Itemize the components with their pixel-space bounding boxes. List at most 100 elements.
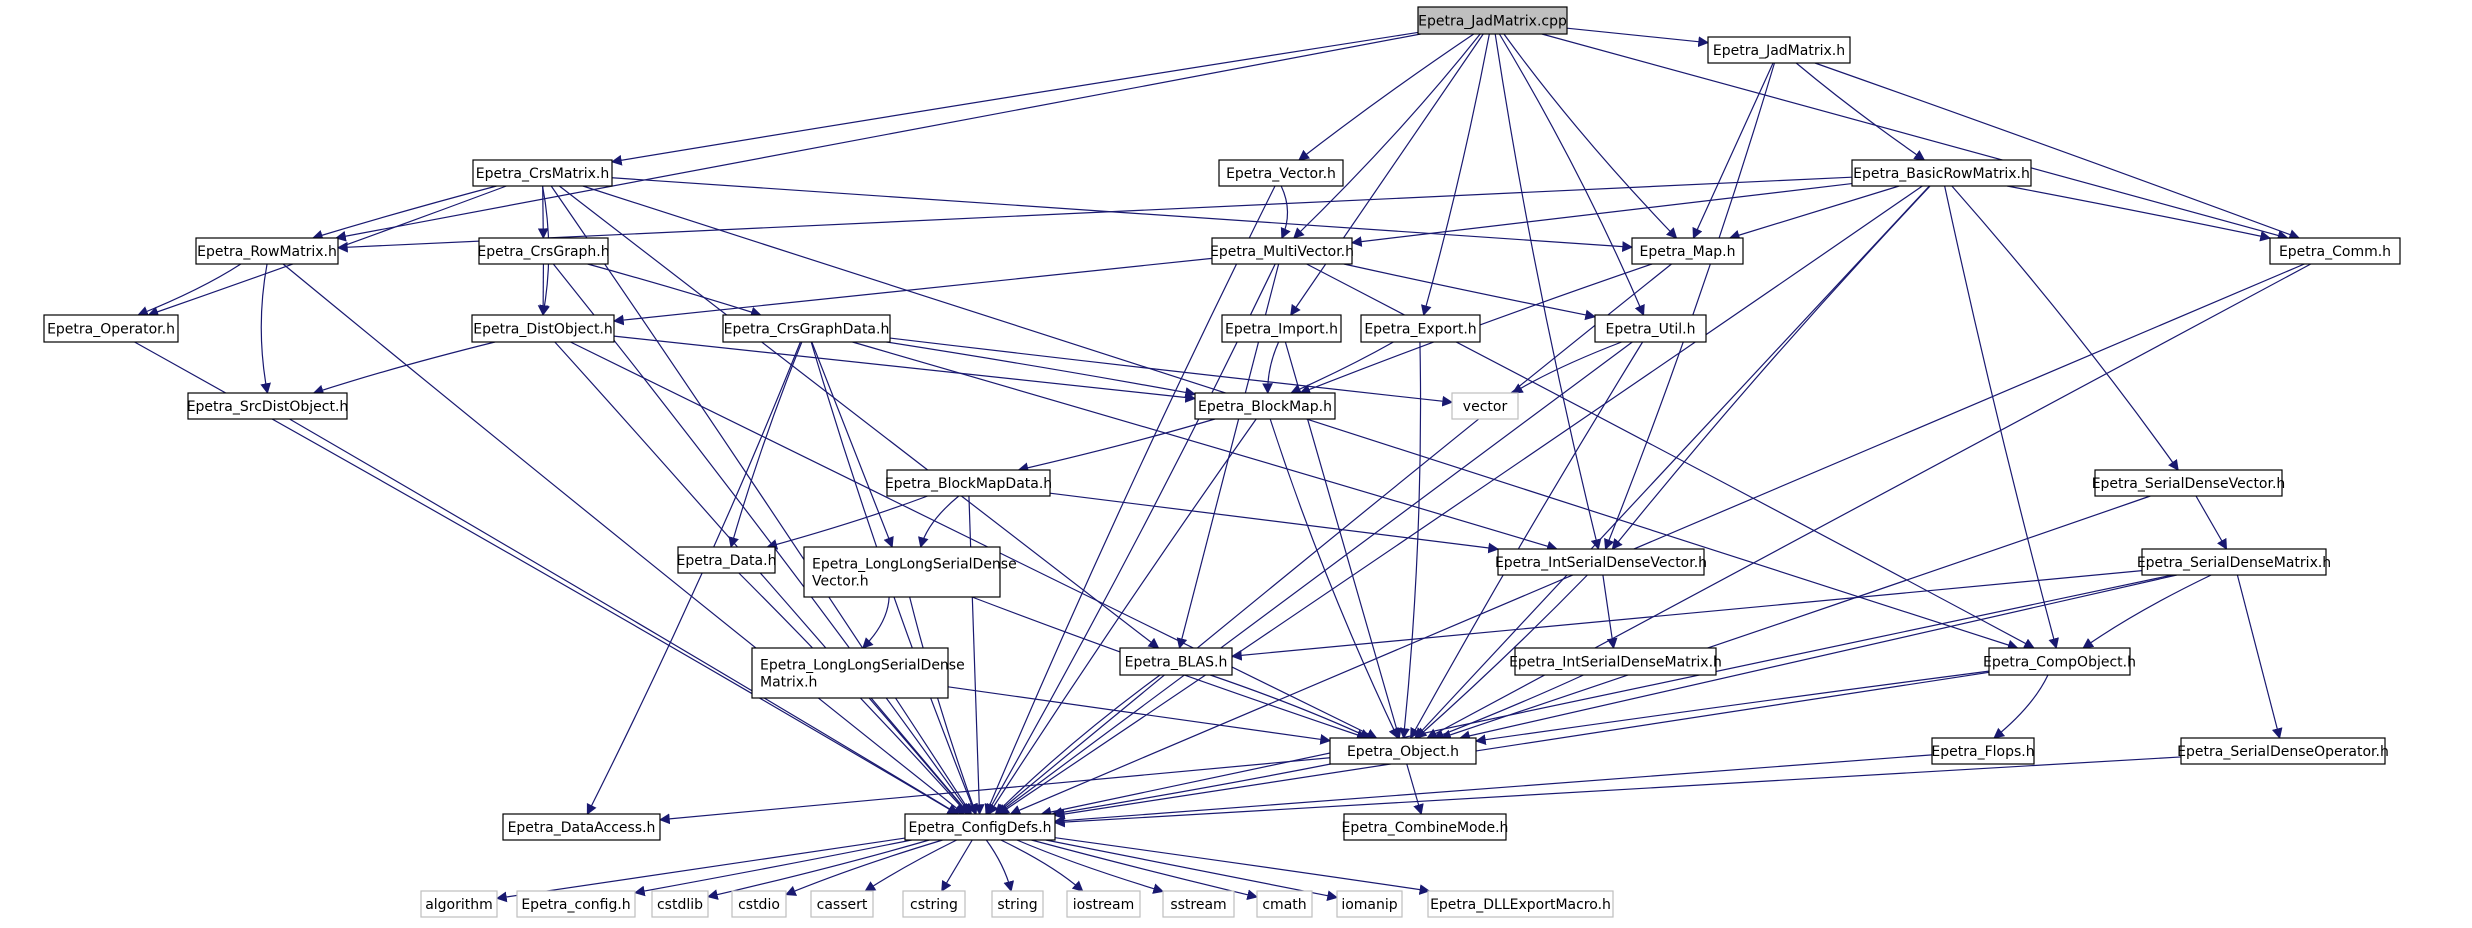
node-map[interactable]: Epetra_Map.h xyxy=(1631,237,1744,265)
node-label-basicrowmatrix: Epetra_BasicRowMatrix.h xyxy=(1853,166,2030,182)
edge-jadmatrix_cpp-to-multivector xyxy=(1293,33,1481,239)
node-crsmatrix[interactable]: Epetra_CrsMatrix.h xyxy=(472,159,613,187)
node-rowmatrix[interactable]: Epetra_RowMatrix.h xyxy=(195,237,339,265)
edge-multivector-to-configdefs xyxy=(986,263,1276,815)
node-box-jadmatrix_h xyxy=(1707,36,1851,64)
edge-blockmapdata-to-longlongvector xyxy=(918,495,960,549)
edge-distobject-to-configdefs xyxy=(554,341,970,815)
edge-configdefs-to-cassert xyxy=(864,839,957,892)
node-dataaccess[interactable]: Epetra_DataAccess.h xyxy=(502,813,661,841)
edge-configdefs-to-sstream xyxy=(1016,839,1165,894)
node-box-serialdensevector xyxy=(2094,469,2283,497)
node-combinemode[interactable]: Epetra_CombineMode.h xyxy=(1342,813,1509,841)
edge-map-to-configdefs xyxy=(995,263,1672,815)
edge-configdefs-to-cmath xyxy=(1031,839,1259,901)
node-blockmap[interactable]: Epetra_BlockMap.h xyxy=(1194,392,1336,420)
node-box-algorithm xyxy=(420,890,498,918)
node-box-jadmatrix_cpp xyxy=(1417,6,1568,35)
node-operator[interactable]: Epetra_Operator.h xyxy=(43,314,179,343)
edge-configdefs-to-iomanip xyxy=(1045,839,1339,901)
node-configdefs[interactable]: Epetra_ConfigDefs.h xyxy=(904,813,1056,841)
edge-crsmatrix-to-configdefs xyxy=(550,185,972,815)
edge-crsgraphdata-to-data xyxy=(728,341,803,549)
node-label-cmath: cmath xyxy=(1262,897,1306,913)
edge-longlongmatrix-to-configdefs xyxy=(870,697,970,815)
node-label-iomanip: iomanip xyxy=(1341,897,1397,913)
node-label-crsmatrix: Epetra_CrsMatrix.h xyxy=(476,166,609,182)
node-box-cmath xyxy=(1256,890,1313,918)
edge-basicrowmatrix-to-comm xyxy=(2006,185,2272,242)
node-serialdensematrix[interactable]: Epetra_SerialDenseMatrix.h xyxy=(2137,548,2331,576)
node-serialdenseoperator[interactable]: Epetra_SerialDenseOperator.h xyxy=(2177,737,2389,765)
node-srcdistobject[interactable]: Epetra_SrcDistObject.h xyxy=(187,392,349,420)
node-comm[interactable]: Epetra_Comm.h xyxy=(2269,237,2401,265)
edge-blockmap-to-configdefs xyxy=(988,418,1257,815)
edge-basicrowmatrix-to-object xyxy=(1414,185,1930,739)
edge-jadmatrix_h-to-basicrowmatrix xyxy=(1795,62,1926,161)
node-label-dllexport: Epetra_DLLExportMacro.h xyxy=(1430,897,1611,913)
node-import[interactable]: Epetra_Import.h xyxy=(1221,314,1342,343)
node-data[interactable]: Epetra_Data.h xyxy=(677,546,777,574)
node-vector[interactable]: Epetra_Vector.h xyxy=(1218,159,1344,187)
node-intserialdensematrix[interactable]: Epetra_IntSerialDenseMatrix.h xyxy=(1509,647,1722,676)
node-object[interactable]: Epetra_Object.h xyxy=(1329,737,1477,765)
node-box-iostream xyxy=(1066,890,1141,918)
node-label-blockmap: Epetra_BlockMap.h xyxy=(1198,399,1332,415)
edge-util-to-configdefs xyxy=(996,341,1633,815)
node-box-operator xyxy=(43,314,179,343)
edge-rowmatrix-to-configdefs xyxy=(282,263,965,815)
node-util[interactable]: Epetra_Util.h xyxy=(1594,314,1707,343)
node-label-intserialdensematrix: Epetra_IntSerialDenseMatrix.h xyxy=(1509,655,1722,671)
node-label-cstring: cstring xyxy=(910,897,958,913)
node-multivector[interactable]: Epetra_MultiVector.h xyxy=(1210,237,1354,265)
node-dllexport: Epetra_DLLExportMacro.h xyxy=(1427,890,1614,918)
node-label-combinemode: Epetra_CombineMode.h xyxy=(1342,820,1509,836)
edge-configdefs-to-algorithm xyxy=(495,837,906,903)
node-basicrowmatrix[interactable]: Epetra_BasicRowMatrix.h xyxy=(1851,159,2032,187)
edge-compobject-to-configdefs xyxy=(1053,671,1990,820)
node-flops[interactable]: Epetra_Flops.h xyxy=(1931,737,2035,765)
node-box-intserialdensematrix xyxy=(1514,647,1717,676)
node-label-import: Epetra_Import.h xyxy=(1225,322,1338,338)
node-blas[interactable]: Epetra_BLAS.h xyxy=(1119,647,1233,676)
node-distobject[interactable]: Epetra_DistObject.h xyxy=(471,314,615,343)
node-jadmatrix_h[interactable]: Epetra_JadMatrix.h xyxy=(1707,36,1851,64)
node-compobject[interactable]: Epetra_CompObject.h xyxy=(1983,647,2136,676)
edge-crsmatrix-to-blas xyxy=(558,185,1160,649)
node-blockmapdata[interactable]: Epetra_BlockMapData.h xyxy=(885,469,1052,497)
edge-configdefs-to-iostream xyxy=(1000,839,1084,892)
node-box-epetra_config xyxy=(516,890,636,918)
edge-jadmatrix_h-to-map xyxy=(1692,62,1774,239)
edge-util-to-vector_std xyxy=(1511,341,1622,394)
node-intserialdensevector[interactable]: Epetra_IntSerialDenseVector.h xyxy=(1495,548,1707,576)
node-box-crsmatrix xyxy=(472,159,613,187)
edge-longlongvector-to-longlongmatrix xyxy=(862,596,890,649)
node-box-dllexport xyxy=(1427,890,1614,918)
node-export[interactable]: Epetra_Export.h xyxy=(1360,314,1481,343)
node-jadmatrix_cpp[interactable]: Epetra_JadMatrix.cpp xyxy=(1417,6,1568,35)
edge-jadmatrix_cpp-to-crsmatrix xyxy=(610,31,1419,166)
node-label-blockmapdata: Epetra_BlockMapData.h xyxy=(885,476,1052,492)
edge-compobject-to-object xyxy=(1474,670,1990,746)
edge-serialdensematrix-to-configdefs xyxy=(1040,574,2173,818)
node-box-cstdlib xyxy=(651,890,709,918)
node-iostream: iostream xyxy=(1066,890,1141,918)
edge-multivector-to-distobject xyxy=(612,257,1213,326)
edge-jadmatrix_cpp-to-intserialdensevector xyxy=(1494,33,1602,551)
node-box-longlongvector xyxy=(803,546,1001,598)
node-box-object xyxy=(1329,737,1477,765)
node-box-rowmatrix xyxy=(195,237,339,265)
edge-crsgraphdata-to-vector_std xyxy=(889,337,1454,407)
edge-configdefs-to-cstring xyxy=(941,839,973,892)
edge-crsgraphdata-to-intserialdensevector xyxy=(852,341,1558,552)
node-serialdensevector[interactable]: Epetra_SerialDenseVector.h xyxy=(2092,469,2286,497)
node-label-operator: Epetra_Operator.h xyxy=(47,322,175,338)
edge-crsgraph-to-configdefs xyxy=(552,263,971,815)
node-box-vector_std xyxy=(1451,392,1519,420)
node-crsgraphdata[interactable]: Epetra_CrsGraphData.h xyxy=(722,314,891,343)
node-crsgraph[interactable]: Epetra_CrsGraph.h xyxy=(477,237,610,265)
